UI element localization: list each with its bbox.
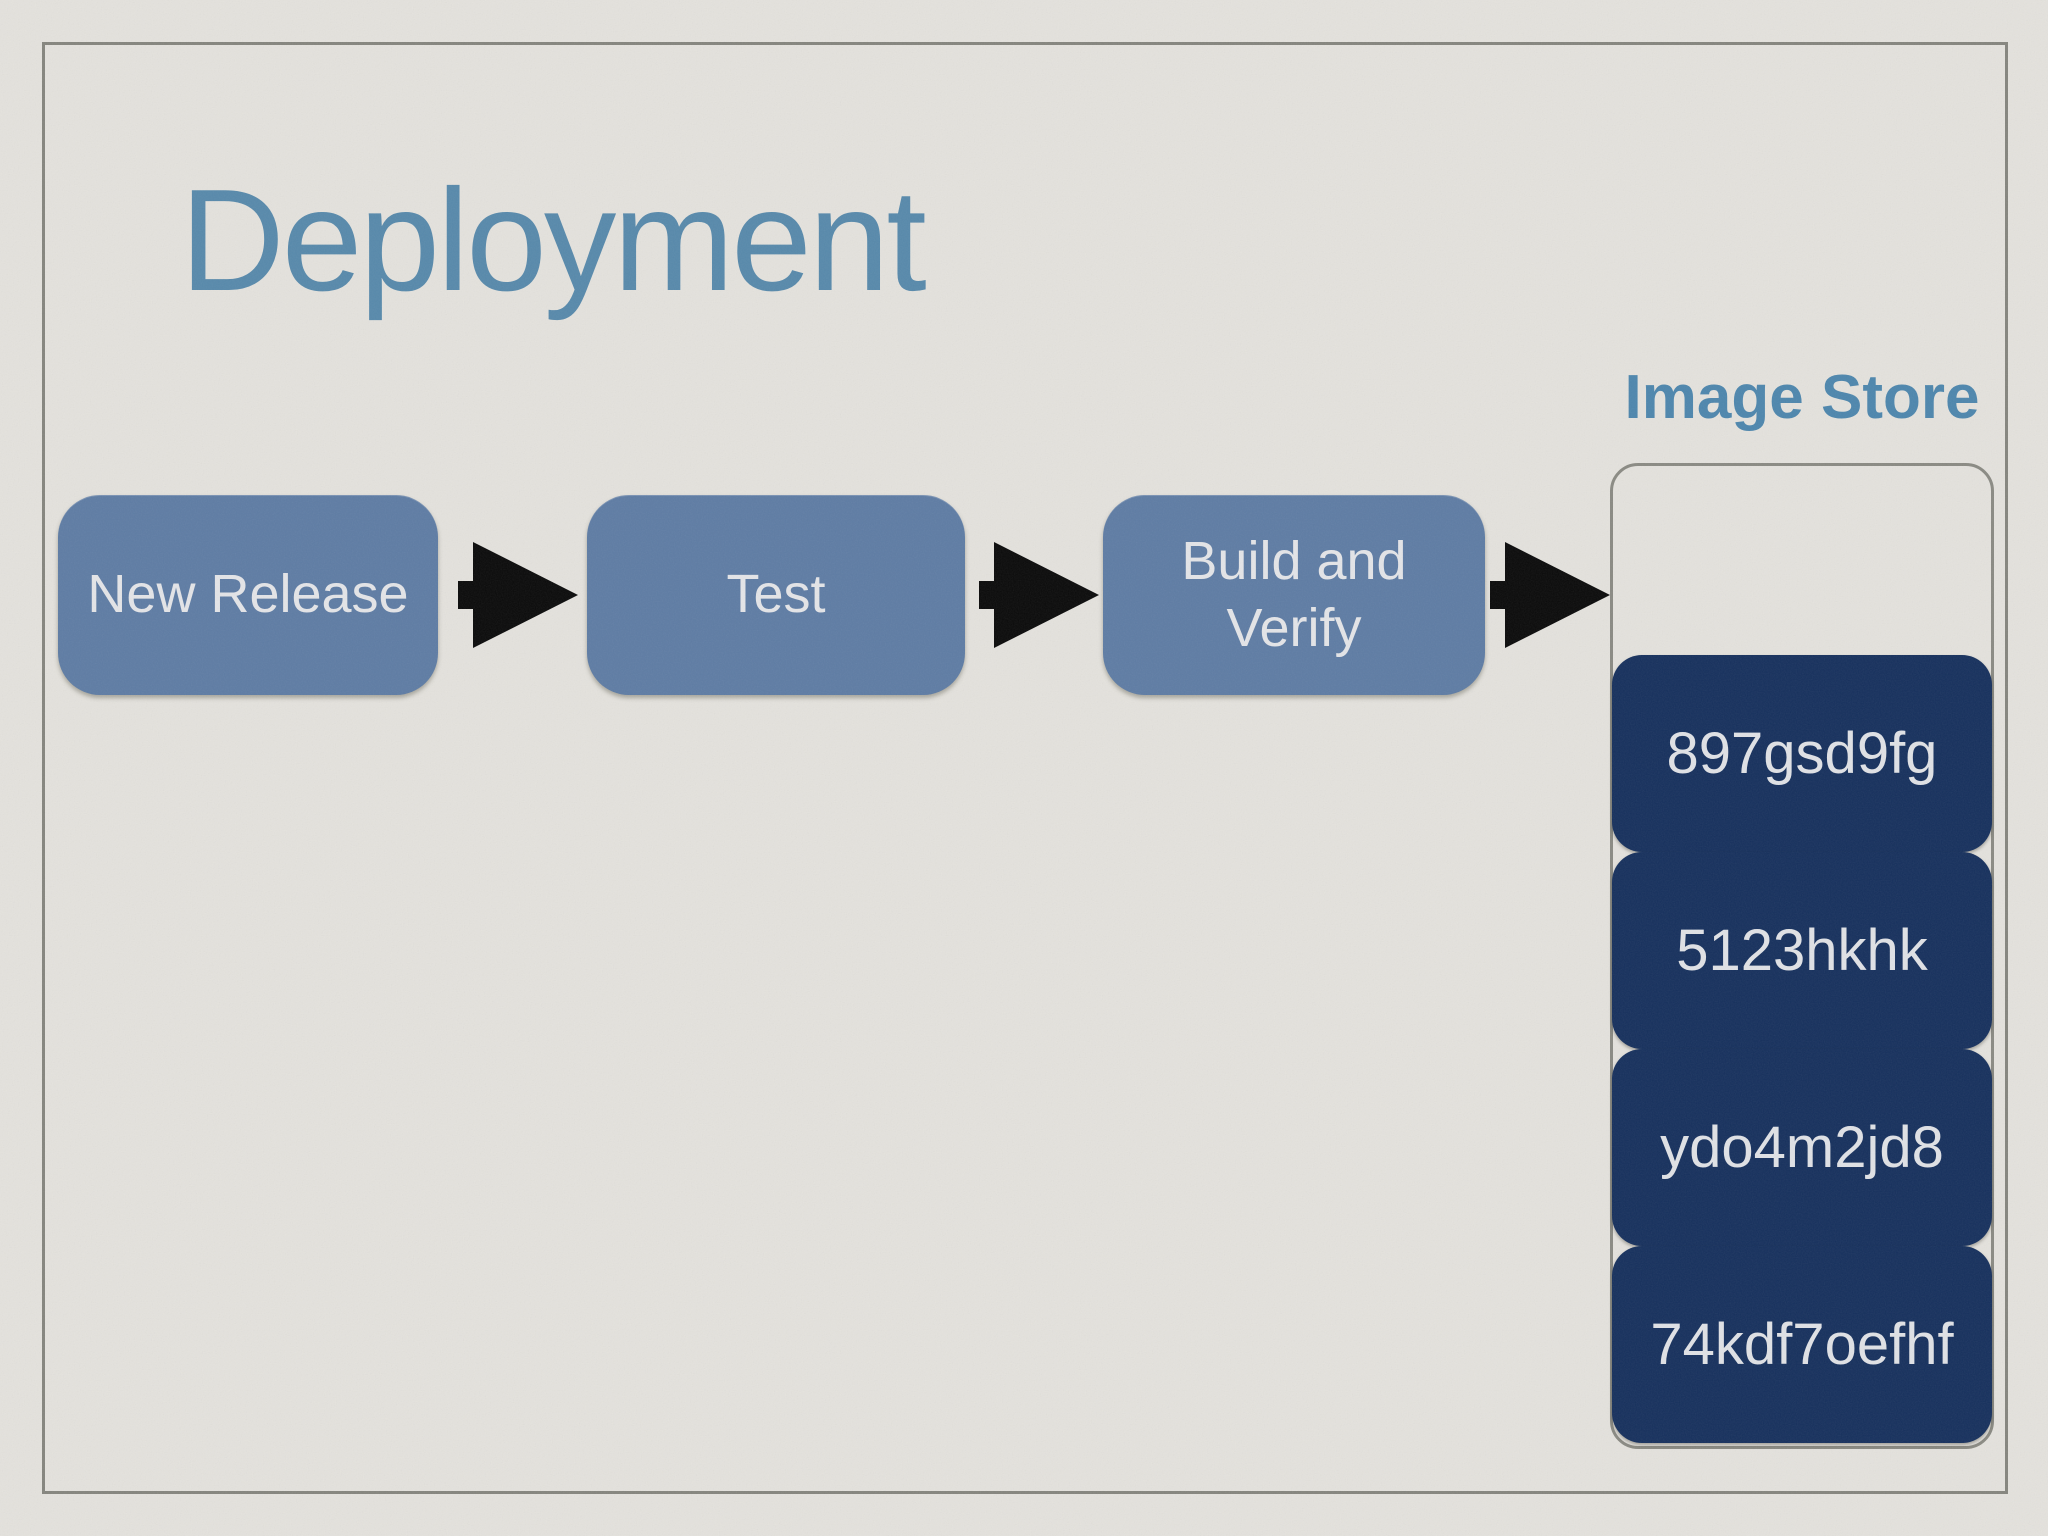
image-store-item: ydo4m2jd8 [1612, 1049, 1992, 1246]
image-store-title: Image Store [1624, 363, 1980, 432]
image-store-item: 897gsd9fg [1612, 655, 1992, 852]
image-store-item: 74kdf7oefhf [1612, 1246, 1992, 1443]
flow-step-new-release: New Release [58, 495, 438, 695]
flow-step-test: Test [587, 495, 965, 695]
flow-step-label: Test [726, 564, 826, 625]
flow-step-build-and-verify: Build and Verify [1103, 495, 1485, 695]
flow-step-label: New Release [87, 564, 409, 625]
arrow-right-icon [458, 542, 578, 648]
image-id-label: 5123hkhk [1676, 918, 1928, 983]
image-store-item: 5123hkhk [1612, 852, 1992, 1049]
image-store-item-list: 897gsd9fg 5123hkhk ydo4m2jd8 74kdf7oefhf [1612, 655, 1992, 1443]
image-id-label: 74kdf7oefhf [1650, 1312, 1954, 1377]
arrow-right-icon [1490, 542, 1610, 648]
slide-title: Deployment [180, 159, 927, 321]
arrow-right-icon [979, 542, 1099, 648]
image-id-label: 897gsd9fg [1666, 721, 1938, 786]
flow-step-label: Build and Verify [1181, 530, 1407, 659]
image-id-label: ydo4m2jd8 [1660, 1115, 1944, 1180]
